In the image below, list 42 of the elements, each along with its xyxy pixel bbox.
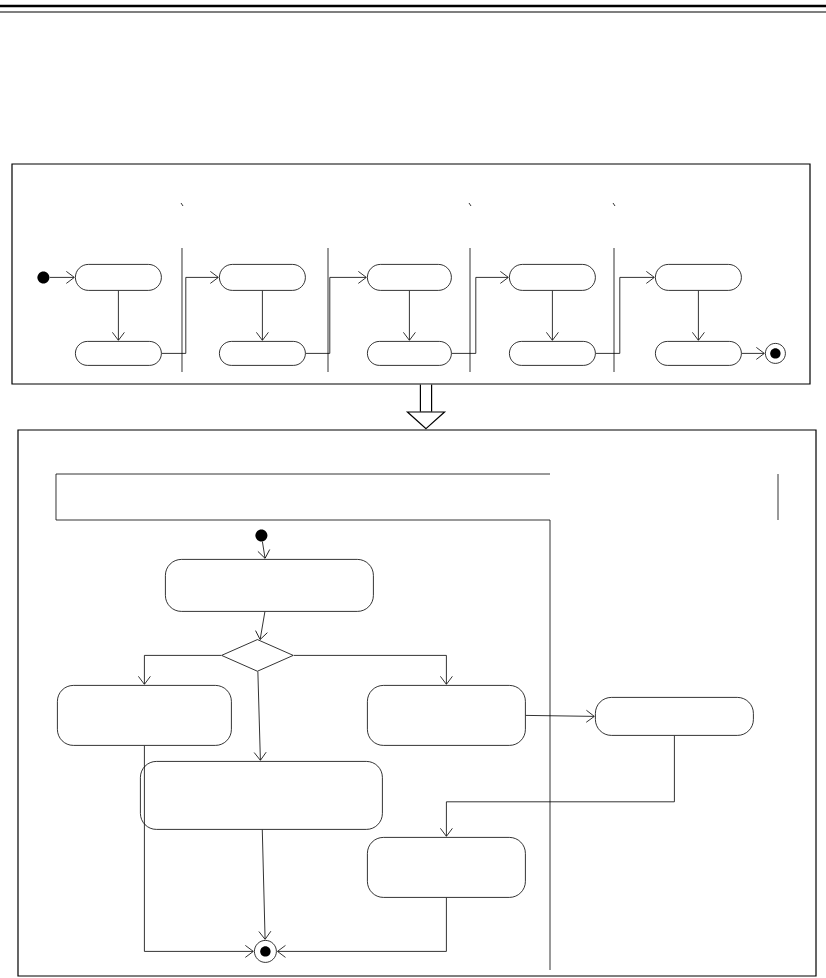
activity-box	[509, 341, 596, 366]
arrow	[305, 271, 367, 354]
arrow	[595, 271, 655, 354]
arrow	[692, 290, 705, 341]
activity-box	[219, 264, 306, 291]
activity-box	[595, 697, 754, 736]
panel-frame	[11, 163, 811, 385]
activity-box	[165, 559, 374, 612]
activity-box	[140, 761, 383, 830]
end-node	[765, 343, 786, 364]
activity-box	[367, 685, 526, 746]
arrow	[253, 671, 267, 761]
activity-box	[219, 341, 306, 366]
arrow	[256, 290, 269, 341]
arrow	[255, 611, 268, 640]
activity-box	[655, 341, 742, 366]
arrow	[403, 290, 416, 341]
arrow	[293, 655, 453, 685]
activity-box	[367, 341, 452, 366]
activity-box	[509, 264, 596, 291]
arrow	[49, 271, 75, 284]
arrow	[277, 897, 447, 958]
arrow	[161, 271, 219, 354]
arrow	[144, 745, 254, 958]
arrow	[138, 655, 222, 685]
arrow	[546, 290, 559, 341]
arrow	[112, 290, 125, 341]
arrow	[257, 541, 271, 559]
activity-box	[367, 837, 526, 898]
activity-box	[75, 264, 162, 291]
arrow	[525, 709, 595, 723]
activity-box	[75, 341, 162, 366]
end-node	[254, 940, 277, 963]
activity-box	[367, 264, 452, 291]
arrow	[258, 829, 272, 940]
decision-diamond	[221, 639, 294, 672]
arrow	[451, 271, 509, 354]
activity-box	[57, 685, 232, 746]
panel-frame	[17, 429, 817, 977]
arrow	[440, 735, 675, 837]
activity-box	[655, 264, 742, 291]
arrow	[741, 347, 765, 360]
